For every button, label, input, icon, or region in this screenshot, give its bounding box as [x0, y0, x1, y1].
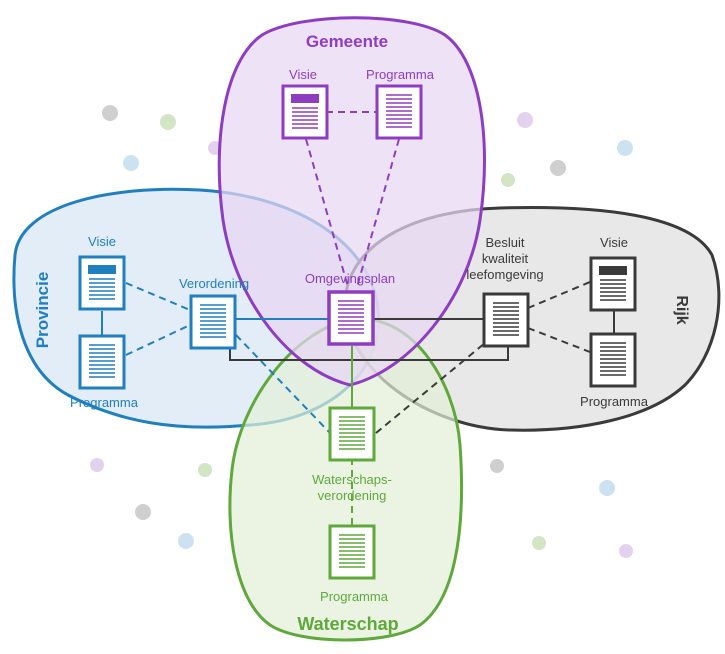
provincie-programma-document-icon — [78, 334, 126, 390]
gemeente-programma-label: Programma — [366, 67, 435, 82]
decorative-dots — [90, 105, 633, 558]
provincie-title: Provincie — [33, 272, 52, 349]
omgevingsplan-document-icon — [327, 290, 375, 346]
rijk-besluit-label-2: kwaliteit — [482, 251, 529, 266]
gemeente-title: Gemeente — [306, 32, 388, 51]
verordening-label: Verordening — [179, 276, 249, 291]
waterschap-programma-document-icon — [328, 524, 376, 580]
waterschaps-label-2: verordening — [318, 488, 387, 503]
gemeente-visie-label: Visie — [289, 67, 317, 82]
rijk-besluit-label-3: leefomgeving — [466, 267, 543, 282]
omgevingsplan-label: Omgevingsplan — [305, 271, 395, 286]
rijk-visie-document-icon — [589, 256, 637, 312]
gemeente-visie-document-icon — [281, 84, 329, 140]
waterschaps-verordening-document-icon — [328, 406, 376, 462]
connections — [101, 111, 615, 525]
waterschap-region — [228, 317, 464, 642]
rijk-title: Rijk — [673, 295, 690, 324]
rijk-programma-document-icon — [589, 332, 637, 388]
provincie-visie-label: Visie — [88, 234, 116, 249]
gemeente-programma-document-icon — [375, 84, 423, 140]
rijk-visie-label: Visie — [600, 235, 628, 250]
documents — [78, 84, 637, 580]
waterschap-programma-label: Programma — [320, 589, 389, 604]
rijk-besluit-document-icon — [482, 292, 530, 348]
waterschap-title: Waterschap — [297, 614, 398, 634]
verordening-document-icon — [189, 294, 237, 350]
provincie-programma-label: Programma — [70, 395, 139, 410]
waterschaps-label-1: Waterschaps- — [312, 472, 392, 487]
rijk-programma-label: Programma — [580, 394, 649, 409]
rijk-besluit-label-1: Besluit — [485, 235, 524, 250]
provincie-visie-document-icon — [78, 255, 126, 311]
